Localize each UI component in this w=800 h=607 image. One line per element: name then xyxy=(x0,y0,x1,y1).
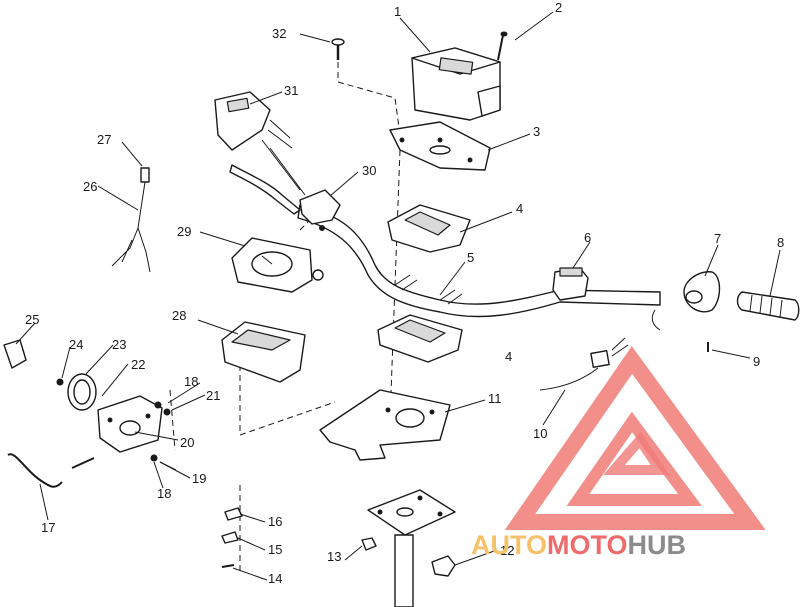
callout-14: 14 xyxy=(268,571,282,586)
callout-1: 1 xyxy=(394,4,401,19)
mounting-plate-part xyxy=(389,121,491,171)
callout-17: 17 xyxy=(41,520,55,535)
lower-clamp-part xyxy=(377,314,463,363)
callout-31: 31 xyxy=(284,83,298,98)
callout-3: 3 xyxy=(533,124,540,139)
callout-18-lower: 18 xyxy=(157,486,171,501)
clip-part xyxy=(431,555,456,577)
headlight-pod-part xyxy=(411,47,501,121)
callout-21: 21 xyxy=(206,388,220,403)
bolt-part xyxy=(331,38,345,60)
wire-connector-part xyxy=(539,337,629,391)
callout-28: 28 xyxy=(172,308,186,323)
callout-32: 32 xyxy=(272,26,286,41)
callout-4-lower: 4 xyxy=(505,349,512,364)
callout-10: 10 xyxy=(533,426,547,441)
callout-25: 25 xyxy=(25,312,39,327)
callout-22: 22 xyxy=(131,357,145,372)
callout-5: 5 xyxy=(467,250,474,265)
callout-8: 8 xyxy=(777,235,784,250)
callout-20: 20 xyxy=(180,435,194,450)
callout-16: 16 xyxy=(268,514,282,529)
brake-lever-parts xyxy=(214,91,341,231)
callout-7: 7 xyxy=(714,231,721,246)
handlebar-part xyxy=(297,204,661,318)
grip-part xyxy=(736,291,800,321)
callout-13: 13 xyxy=(327,549,341,564)
bracket-plate-part xyxy=(319,389,451,461)
callout-4-upper: 4 xyxy=(516,201,523,216)
switch-block-part xyxy=(552,267,589,301)
throttle-housing-part xyxy=(651,271,721,331)
wire-harness-parts xyxy=(111,167,151,273)
callout-30: 30 xyxy=(362,163,376,178)
assembly-lines xyxy=(169,62,401,575)
watermark-text-hub: HUB xyxy=(628,530,687,560)
steering-post-part xyxy=(367,489,456,607)
svg-text:AUTOMOTOHUB: AUTOMOTOHUB xyxy=(471,530,686,560)
callout-24: 24 xyxy=(69,337,83,352)
callout-26: 26 xyxy=(83,179,97,194)
callout-11: 11 xyxy=(488,391,502,406)
callout-18-upper: 18 xyxy=(184,374,198,389)
watermark-text-auto: AUTO xyxy=(471,530,547,560)
watermark-text-moto: MOTO xyxy=(547,530,628,560)
callout-29: 29 xyxy=(177,224,191,239)
watermark-logo: AUTOMOTOHUB xyxy=(471,346,766,560)
callout-9: 9 xyxy=(753,354,760,369)
speedometer-parts xyxy=(221,237,324,383)
cable-part xyxy=(7,453,63,488)
callout-27: 27 xyxy=(97,132,111,147)
callout-19: 19 xyxy=(192,471,206,486)
gauge-assembly-parts xyxy=(3,339,177,471)
callout-6: 6 xyxy=(584,230,591,245)
callout-2: 2 xyxy=(555,0,562,15)
small-hardware-parts xyxy=(221,507,243,568)
leader-lines xyxy=(15,11,781,581)
nut-part xyxy=(361,537,377,551)
callout-12: 12 xyxy=(500,543,514,558)
upper-clamp-part xyxy=(387,204,471,253)
callout-labels: 1 2 3 4 4 5 6 7 8 9 10 11 12 13 14 15 16… xyxy=(25,0,784,586)
callout-23: 23 xyxy=(112,337,126,352)
callout-15: 15 xyxy=(268,542,282,557)
screw-part xyxy=(497,31,508,61)
